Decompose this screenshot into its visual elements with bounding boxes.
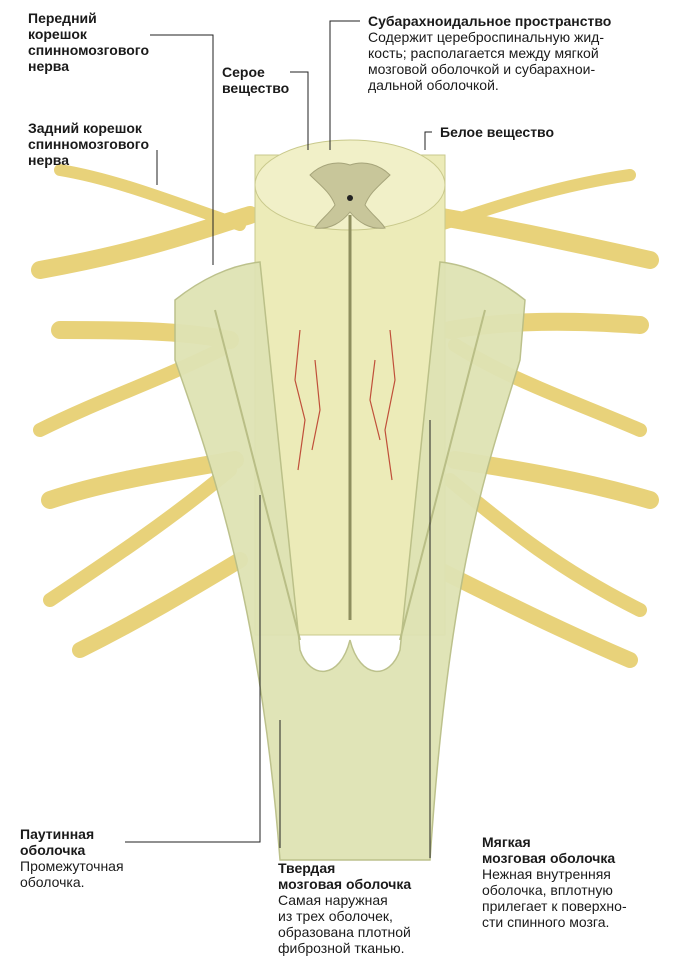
nerve-left-4 bbox=[80, 560, 240, 650]
leader-subarachnoid bbox=[330, 21, 360, 150]
dura-desc: Самая наружная из трех оболочек, образов… bbox=[278, 892, 411, 956]
leader-gray-matter bbox=[290, 72, 308, 150]
nerve-right-1b bbox=[440, 175, 630, 225]
pia-desc: Нежная внутренняя оболочка, вплотную при… bbox=[482, 866, 627, 930]
gray-matter-title: Серое вещество bbox=[222, 64, 289, 96]
leader-white-matter bbox=[425, 132, 432, 150]
pia-title: Мягкая мозговая оболочка bbox=[482, 834, 627, 866]
label-gray-matter: Серое вещество bbox=[222, 64, 289, 96]
arachnoid-desc: Промежуточная оболочка. bbox=[20, 858, 124, 890]
label-pia: Мягкая мозговая оболочка Нежная внутренн… bbox=[482, 834, 627, 930]
label-dorsal-root: Задний корешок спинномозгового нерва bbox=[28, 120, 149, 168]
label-subarachnoid: Субарахноидальное пространство Содержит … bbox=[368, 13, 611, 93]
white-matter-title: Белое вещество bbox=[440, 124, 554, 140]
dorsal-root-title: Задний корешок спинномозгового нерва bbox=[28, 120, 149, 168]
subarachnoid-desc: Содержит цереброспинальную жид- кость; р… bbox=[368, 29, 611, 93]
label-dura: Твердая мозговая оболочка Самая наружная… bbox=[278, 860, 411, 956]
ventral-root-title: Передний корешок спинномозгового нерва bbox=[28, 10, 149, 74]
subarachnoid-title: Субарахноидальное пространство bbox=[368, 13, 611, 29]
label-ventral-root: Передний корешок спинномозгового нерва bbox=[28, 10, 149, 74]
label-arachnoid: Паутинная оболочка Промежуточная оболочк… bbox=[20, 826, 124, 890]
label-white-matter: Белое вещество bbox=[440, 124, 554, 140]
dura-title: Твердая мозговая оболочка bbox=[278, 860, 411, 892]
arachnoid-title: Паутинная оболочка bbox=[20, 826, 124, 858]
central-canal bbox=[347, 195, 353, 201]
